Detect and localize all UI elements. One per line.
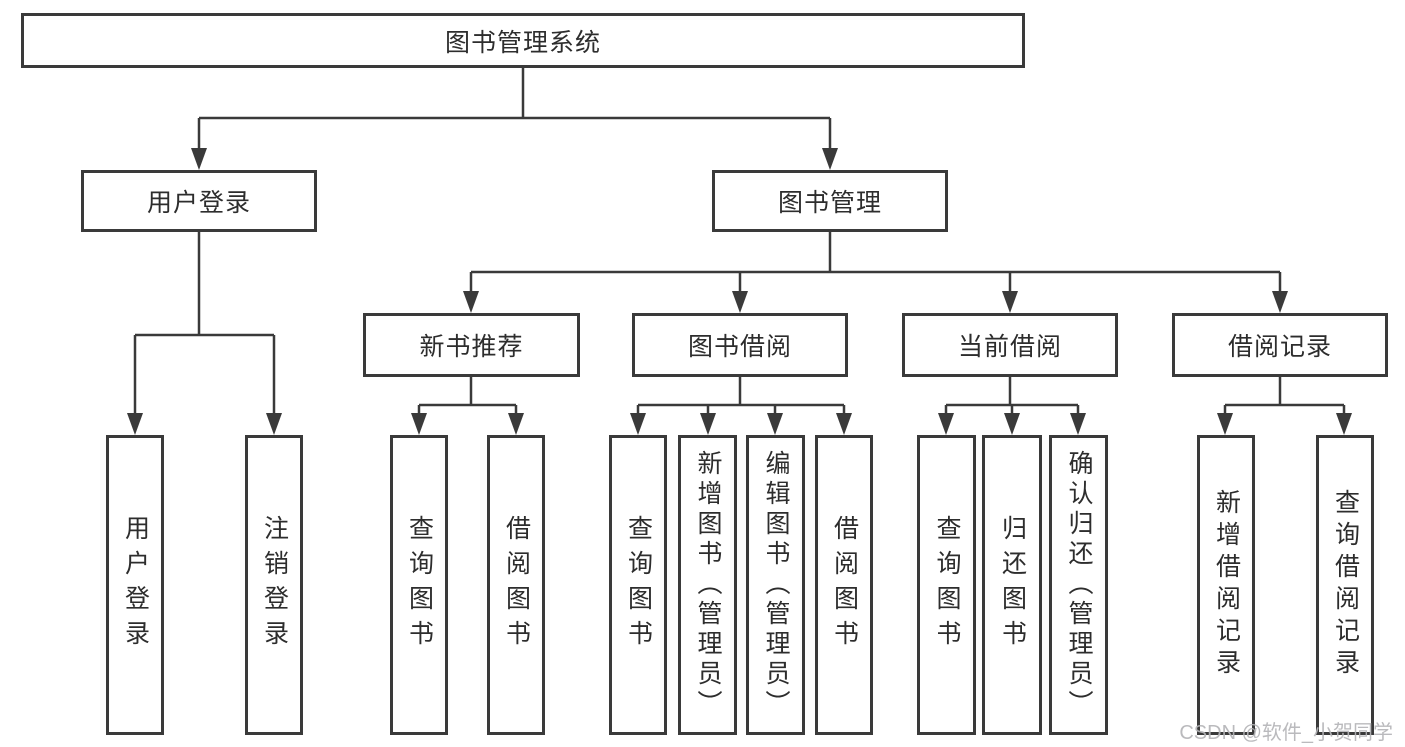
- leaf-label: 查询借阅记录: [1331, 489, 1360, 681]
- leaf-label: 编辑图书（管理员）: [762, 450, 790, 720]
- leaf-edit-book-admin: 编辑图书（管理员）: [746, 435, 805, 735]
- node-label: 用户登录: [146, 189, 251, 217]
- leaf-label: 借阅图书: [502, 515, 531, 655]
- leaf-label: 查询图书: [405, 515, 434, 655]
- connector-book-borrow-children: [630, 377, 852, 435]
- leaf-query-books-borrow: 查询图书: [609, 435, 667, 735]
- node-current-borrow: 当前借阅: [902, 313, 1118, 377]
- leaf-borrow-books-recommend: 借阅图书: [487, 435, 545, 735]
- leaf-query-books-recommend: 查询图书: [390, 435, 448, 735]
- connector-new-book-recommend-children: [411, 377, 524, 435]
- node-label: 借阅记录: [1227, 333, 1332, 361]
- leaf-label: 用户登录: [121, 515, 150, 655]
- node-label: 图书借阅: [687, 333, 792, 361]
- leaf-label: 新增借阅记录: [1212, 489, 1241, 681]
- leaf-borrow-books: 借阅图书: [815, 435, 873, 735]
- leaf-add-book-admin: 新增图书（管理员）: [678, 435, 737, 735]
- node-label: 新书推荐: [419, 333, 524, 361]
- connector-current-borrow-children: [938, 377, 1086, 435]
- leaf-label: 查询图书: [933, 515, 961, 655]
- connector-book-management-children: [463, 232, 1288, 313]
- node-borrow-records: 借阅记录: [1172, 313, 1388, 377]
- leaf-label: 注销登录: [260, 515, 289, 655]
- leaf-label: 归还图书: [998, 515, 1027, 655]
- node-label: 图书管理: [777, 189, 882, 217]
- leaf-label: 借阅图书: [830, 515, 859, 655]
- leaf-label: 新增图书（管理员）: [694, 450, 722, 720]
- leaf-confirm-return-admin: 确认归还（管理员）: [1049, 435, 1108, 735]
- connector-user-login-children: [127, 232, 282, 435]
- leaf-user-login: 用户登录: [106, 435, 164, 735]
- leaf-query-borrow-record: 查询借阅记录: [1316, 435, 1374, 735]
- leaf-add-borrow-record: 新增借阅记录: [1197, 435, 1255, 735]
- node-user-login: 用户登录: [81, 170, 317, 232]
- node-label: 当前借阅: [957, 333, 1062, 361]
- leaf-return-books: 归还图书: [982, 435, 1042, 735]
- leaf-logout: 注销登录: [245, 435, 303, 735]
- connector-root-to-level2: [191, 68, 838, 170]
- csdn-watermark: CSDN @软件_小贺同学: [1179, 722, 1393, 744]
- leaf-label: 查询图书: [624, 515, 653, 655]
- node-book-management: 图书管理: [712, 170, 948, 232]
- node-new-book-recommend: 新书推荐: [363, 313, 580, 377]
- node-book-borrow: 图书借阅: [632, 313, 848, 377]
- node-root-library-system: 图书管理系统: [21, 13, 1025, 68]
- connector-borrow-records-children: [1217, 377, 1352, 435]
- leaf-label: 确认归还（管理员）: [1065, 450, 1093, 720]
- leaf-query-books-current: 查询图书: [917, 435, 976, 735]
- node-label: 图书管理系统: [444, 28, 601, 57]
